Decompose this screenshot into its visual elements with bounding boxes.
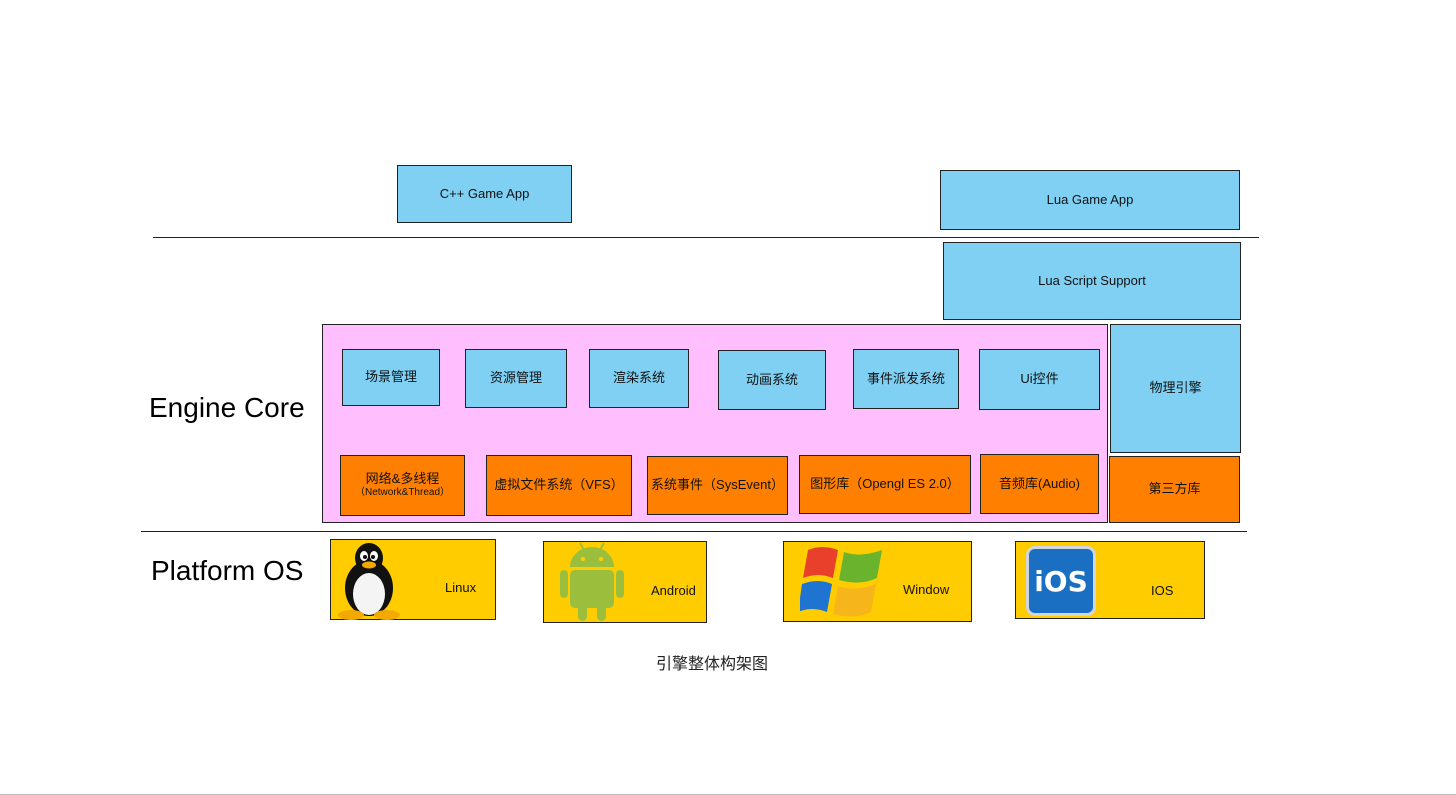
lua-game-app-box: Lua Game App (940, 170, 1240, 230)
ios-logo-icon: iOS (1026, 546, 1096, 616)
platform-ios: iOS IOS (1015, 541, 1205, 619)
module-vfs: 虚拟文件系统（VFS） (486, 455, 632, 516)
windows-flag-icon (800, 547, 882, 617)
module-label: 系统事件（SysEvent） (651, 477, 784, 493)
module-label: 虚拟文件系统（VFS） (494, 477, 624, 493)
module-label: 资源管理 (489, 370, 542, 386)
platform-window: Window (783, 541, 972, 622)
module-label: 音频库(Audio) (999, 475, 1080, 491)
physics-engine-label: 物理引擎 (1149, 380, 1202, 396)
module-label: 网络&多线程 (365, 471, 440, 487)
platform-os-label: Platform OS (151, 555, 304, 586)
third-party-library-label: 第三方库 (1148, 481, 1201, 497)
cpp-game-app-label: C++ Game App (439, 185, 530, 201)
module-label: 动画系统 (745, 371, 798, 387)
platform-name: Window (903, 582, 950, 597)
module-animation-system: 动画系统 (718, 350, 826, 410)
engine-platform-divider (141, 531, 1247, 532)
module-label: 渲染系统 (612, 370, 665, 386)
module-label: Ui控件 (1020, 371, 1059, 387)
ios-logo-text: iOS (1034, 564, 1088, 598)
physics-engine-box: 物理引擎 (1110, 324, 1241, 453)
lua-script-support-box: Lua Script Support (943, 242, 1241, 320)
module-sublabel: （Network&Thread） (354, 487, 451, 499)
module-ui-controls: Ui控件 (979, 349, 1100, 410)
module-label: 图形库（Opengl ES 2.0） (810, 476, 960, 492)
cpp-game-app-box: C++ Game App (397, 165, 572, 223)
module-render-system: 渲染系统 (589, 349, 689, 408)
module-sys-event: 系统事件（SysEvent） (647, 456, 788, 515)
module-label: 场景管理 (364, 369, 417, 385)
android-robot-icon (560, 542, 624, 621)
module-graphics-library: 图形库（Opengl ES 2.0） (799, 455, 971, 514)
lua-script-support-label: Lua Script Support (1038, 272, 1146, 288)
linux-penguin-icon (338, 543, 400, 620)
platform-name: Android (651, 583, 696, 598)
module-network-thread: 网络&多线程 （Network&Thread） (340, 455, 465, 516)
app-engine-divider (153, 237, 1259, 238)
engine-core-label: Engine Core (149, 392, 305, 423)
module-label: 事件派发系统 (866, 370, 945, 386)
diagram-caption: 引擎整体构架图 (656, 656, 769, 673)
module-event-dispatch-system: 事件派发系统 (853, 349, 959, 409)
platform-name: IOS (1151, 583, 1174, 598)
third-party-library-box: 第三方库 (1109, 456, 1240, 523)
platform-android: Android (543, 541, 707, 623)
platform-name: Linux (445, 580, 477, 595)
platform-linux: Linux (330, 539, 496, 620)
module-scene-management: 场景管理 (342, 349, 440, 406)
lua-game-app-label: Lua Game App (1046, 191, 1134, 207)
module-audio-library: 音频库(Audio) (980, 454, 1099, 514)
module-resource-management: 资源管理 (465, 349, 567, 408)
